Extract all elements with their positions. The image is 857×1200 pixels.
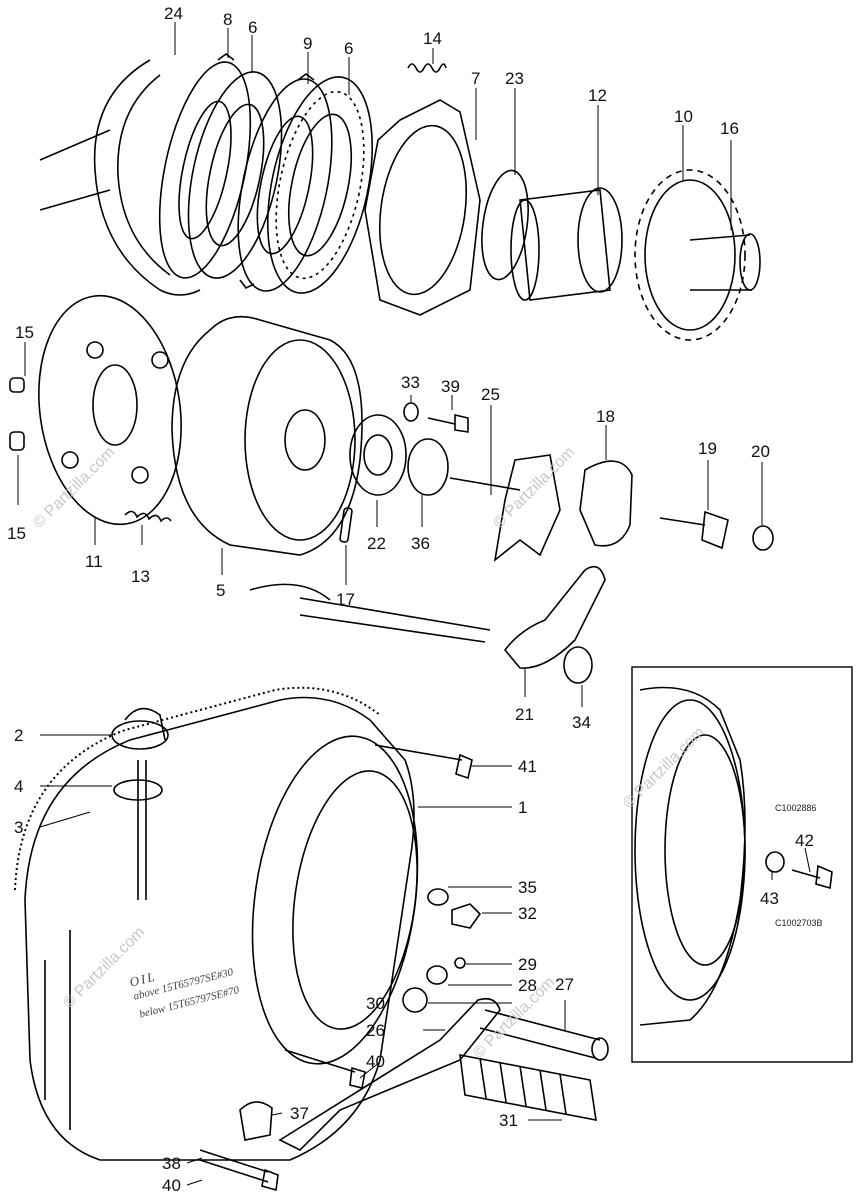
callout-17: 17 (336, 590, 355, 609)
part-16-shaft (689, 233, 761, 291)
inset-frame (631, 666, 853, 1063)
part-40-bolt-a (284, 1049, 366, 1089)
part-13-spring (124, 510, 172, 523)
callout-41: 41 (518, 757, 537, 776)
part-33-washer (403, 402, 419, 422)
part-34-washer (563, 646, 593, 684)
callout-15a: 15 (15, 323, 34, 342)
part-5-clutch-outer (171, 315, 363, 556)
callout-19: 19 (698, 439, 717, 458)
callout-34: 34 (572, 713, 591, 732)
part-6-friction-disk-a (187, 71, 283, 279)
callout-42: 42 (795, 831, 814, 850)
callout-3: 3 (14, 818, 24, 837)
part-42-bolt (791, 864, 833, 890)
callout-27: 27 (555, 975, 574, 994)
part-41-bolt (374, 744, 473, 780)
callout-40a: 40 (366, 1052, 385, 1071)
inset-code-b: C1002703B (775, 918, 823, 928)
callout-11: 11 (85, 552, 103, 571)
callout-4: 4 (14, 777, 24, 796)
callout-18: 18 (596, 407, 615, 426)
inset-code-a: C1002886 (775, 803, 817, 813)
part-21-arm (503, 565, 606, 669)
callout-23: 23 (505, 69, 524, 88)
callout-10: 10 (674, 107, 693, 126)
callout-37: 37 (290, 1104, 309, 1123)
callout-1: 1 (518, 798, 528, 817)
part-7-plate (364, 99, 481, 316)
callout-8: 8 (223, 10, 233, 29)
callout-16: 16 (720, 119, 739, 138)
callout-15b: 15 (7, 524, 26, 543)
part-1-cover (24, 696, 419, 1161)
part-22-washer (349, 414, 407, 496)
callout-24: 24 (164, 4, 183, 23)
part-3-gasket (14, 686, 381, 891)
callout-35: 35 (518, 878, 537, 897)
part-10-gear (634, 169, 746, 341)
callout-30: 30 (366, 994, 385, 1013)
part-35-washer (427, 888, 449, 906)
callout-5: 5 (216, 581, 226, 600)
callout-43: 43 (760, 889, 779, 908)
part-31-rubber (459, 1054, 597, 1121)
part-26-kick-arm (278, 997, 501, 1151)
callout-20: 20 (751, 442, 770, 461)
part-24-plate (39, 59, 201, 296)
callout-25: 25 (481, 385, 500, 404)
part-19-bolt (659, 510, 729, 550)
part-23-ring (481, 169, 529, 281)
part-30-washer (402, 987, 428, 1013)
part-27-pin (479, 1009, 601, 1059)
callout-7: 7 (471, 69, 481, 88)
part-4-oring (113, 779, 163, 801)
part-18-cam (579, 460, 633, 547)
part-12-gear (510, 187, 623, 301)
callout-28: 28 (518, 976, 537, 995)
part-28-washer (426, 965, 448, 985)
callout-13: 13 (131, 567, 150, 586)
part-20-nut (752, 525, 774, 551)
callout-39: 39 (441, 377, 460, 396)
callout-21: 21 (515, 705, 534, 724)
callout-33: 33 (401, 373, 420, 392)
part-43-washer (765, 851, 785, 873)
callout-31: 31 (499, 1111, 518, 1130)
callout-29: 29 (518, 955, 537, 974)
part-36-bearing (407, 438, 449, 496)
callout-14: 14 (423, 29, 442, 48)
part-11-pressure-plate (38, 294, 182, 526)
callout-6a: 6 (248, 18, 258, 37)
part-37-cap (239, 1101, 273, 1141)
inset-cover-drawing (634, 686, 746, 1026)
part-29-clip (454, 957, 466, 969)
callout-32: 32 (518, 904, 537, 923)
callout-26: 26 (366, 1021, 385, 1040)
callout-12: 12 (588, 86, 607, 105)
part-17-pin (339, 507, 353, 543)
part-39-bolt (427, 413, 469, 433)
part-32-nut (451, 903, 482, 929)
callout-6b: 6 (344, 39, 354, 58)
callout-22: 22 (367, 534, 386, 553)
callout-9: 9 (303, 34, 313, 53)
callout-40b: 40 (162, 1176, 181, 1195)
part-38-40-bolts (199, 1149, 279, 1192)
part-6-friction-disk-b (266, 76, 374, 294)
callout-2: 2 (14, 726, 24, 745)
leader-lines (17, 22, 811, 1186)
part-15-collar-b (9, 431, 25, 451)
kick-shaft (249, 583, 491, 643)
part-14-spring (407, 63, 447, 73)
part-25-lifter (449, 454, 561, 562)
part-15-collar-a (9, 377, 25, 393)
callout-38: 38 (162, 1154, 181, 1173)
callout-36: 36 (411, 534, 430, 553)
